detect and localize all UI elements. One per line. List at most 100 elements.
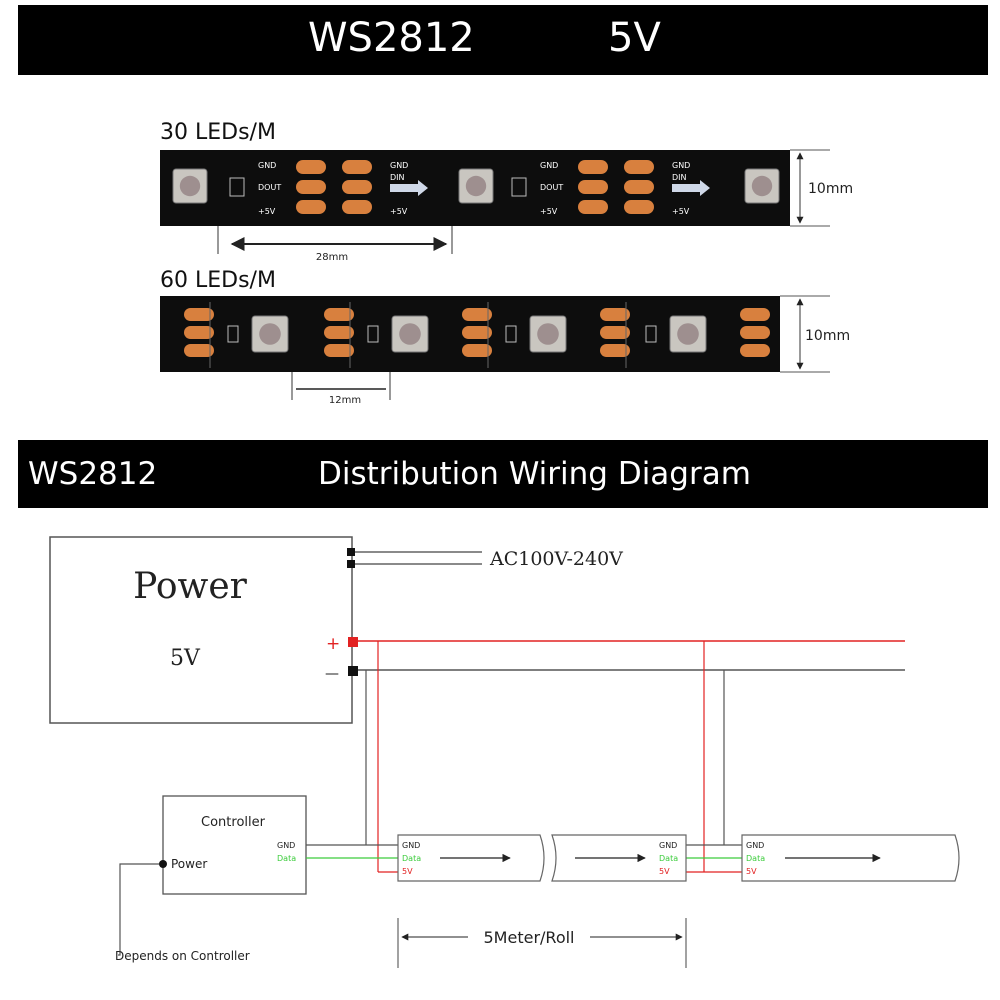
data-direction-arrow xyxy=(672,180,710,196)
seg3-data: Data xyxy=(746,854,765,863)
strip-30: GND DOUT +5V GND DOUT +5V GND DIN +5V GND DIN +5V xyxy=(160,150,790,226)
solder-pad xyxy=(740,344,770,357)
seg1-gnd: GND xyxy=(402,841,420,850)
width-30-label: 10mm xyxy=(808,181,853,197)
seg3-5v: 5V xyxy=(746,867,757,876)
header-banner: WS2812 5V xyxy=(18,5,988,75)
solder-pad xyxy=(324,344,354,357)
led-lens xyxy=(677,323,699,345)
pad-label-vcc: +5V xyxy=(672,207,690,216)
resistor-outline xyxy=(645,325,657,343)
solder-pad xyxy=(296,200,326,214)
controller-data-label: Data xyxy=(277,854,296,863)
controller-title: Controller xyxy=(201,815,266,830)
section-model: WS2812 xyxy=(28,456,158,492)
negative-terminal xyxy=(348,666,358,676)
pad-label-vcc: +5V xyxy=(540,207,558,216)
controller-power-label: Power xyxy=(171,857,207,871)
pad-label-vcc: +5V xyxy=(258,207,276,216)
led-lens xyxy=(537,323,559,345)
solder-pad xyxy=(342,180,372,194)
strip-30-dimensions: 28mm 10mm xyxy=(217,149,853,263)
resistor-outline xyxy=(229,177,245,197)
solder-pad xyxy=(462,326,492,339)
pad-label-dout: DOUT xyxy=(258,183,281,192)
solder-pad xyxy=(184,344,214,357)
solder-pad xyxy=(624,160,654,174)
solder-pad xyxy=(342,160,372,174)
seg3-gnd: GND xyxy=(746,841,764,850)
solder-pad xyxy=(578,180,608,194)
solder-pad xyxy=(578,160,608,174)
seg1-5v: 5V xyxy=(402,867,413,876)
section-banner: WS2812 Distribution Wiring Diagram xyxy=(18,440,988,508)
strip-segment-1: GND Data 5V xyxy=(397,834,545,882)
solder-pad xyxy=(324,308,354,321)
pad-label-gnd: GND xyxy=(390,161,408,170)
seg2-5v: 5V xyxy=(659,867,670,876)
pad-label-din: DIN xyxy=(672,173,687,182)
led-lens xyxy=(179,175,201,197)
controller-gnd-label: GND xyxy=(277,841,295,850)
strip-segment-2: GND Data 5V xyxy=(551,834,687,882)
positive-terminal xyxy=(348,637,358,647)
data-direction-arrow xyxy=(390,180,428,196)
plus-sign: + xyxy=(326,634,340,654)
solder-pad xyxy=(600,308,630,321)
solder-pad xyxy=(184,326,214,339)
power-supply-title: Power xyxy=(133,566,248,607)
resistor-outline xyxy=(227,325,239,343)
section-title: Distribution Wiring Diagram xyxy=(318,456,751,492)
roll-length-label: 5Meter/Roll xyxy=(484,928,575,947)
model-title: WS2812 xyxy=(308,15,475,61)
pitch-60-label: 12mm xyxy=(329,395,361,406)
power-supply-voltage: 5V xyxy=(170,646,201,671)
ac-terminal-n xyxy=(347,560,355,568)
strip-60-dimensions: 12mm 10mm xyxy=(291,295,850,406)
minus-sign: — xyxy=(325,666,339,682)
resistor-outline xyxy=(367,325,379,343)
pad-label-vcc: +5V xyxy=(390,207,408,216)
pad-label-gnd: GND xyxy=(258,161,276,170)
solder-pad xyxy=(324,326,354,339)
pad-label-din: DIN xyxy=(390,173,405,182)
strip-60-label: 60 LEDs/M xyxy=(160,268,276,293)
solder-pad xyxy=(624,200,654,214)
seg2-data: Data xyxy=(659,854,678,863)
controller-box xyxy=(162,795,307,895)
solder-pad xyxy=(296,180,326,194)
solder-pad xyxy=(740,308,770,321)
pad-label-dout: DOUT xyxy=(540,183,563,192)
led-lens xyxy=(399,323,421,345)
solder-pad xyxy=(600,326,630,339)
power-supply-box xyxy=(49,536,353,724)
solder-pad xyxy=(740,326,770,339)
led-lens xyxy=(259,323,281,345)
led-lens xyxy=(751,175,773,197)
solder-pad xyxy=(624,180,654,194)
solder-pad xyxy=(296,160,326,174)
controller-power-terminal xyxy=(159,860,167,868)
feed-wires xyxy=(365,641,742,873)
width-60-label: 10mm xyxy=(805,328,850,344)
strip-60 xyxy=(160,296,780,372)
resistor-outline xyxy=(511,177,527,197)
voltage-title: 5V xyxy=(608,15,661,61)
ac-input-label: AC100V-240V xyxy=(489,548,623,570)
solder-pad xyxy=(184,308,214,321)
pad-label-gnd: GND xyxy=(672,161,690,170)
power-supply: Power 5V AC100V-240V + — xyxy=(49,536,623,724)
resistor-outline xyxy=(505,325,517,343)
pad-label-gnd: GND xyxy=(540,161,558,170)
led-lens xyxy=(465,175,487,197)
roll-length-dimension: 5Meter/Roll xyxy=(397,918,687,968)
solder-pad xyxy=(462,344,492,357)
depends-on-controller-note: Depends on Controller xyxy=(115,949,250,963)
seg1-data: Data xyxy=(402,854,421,863)
seg2-gnd: GND xyxy=(659,841,677,850)
solder-pad xyxy=(600,344,630,357)
controller: Controller Power GND Data Depends on Con… xyxy=(115,795,398,963)
pitch-30-label: 28mm xyxy=(316,252,348,263)
strip-segment-3: GND Data 5V xyxy=(741,834,960,882)
